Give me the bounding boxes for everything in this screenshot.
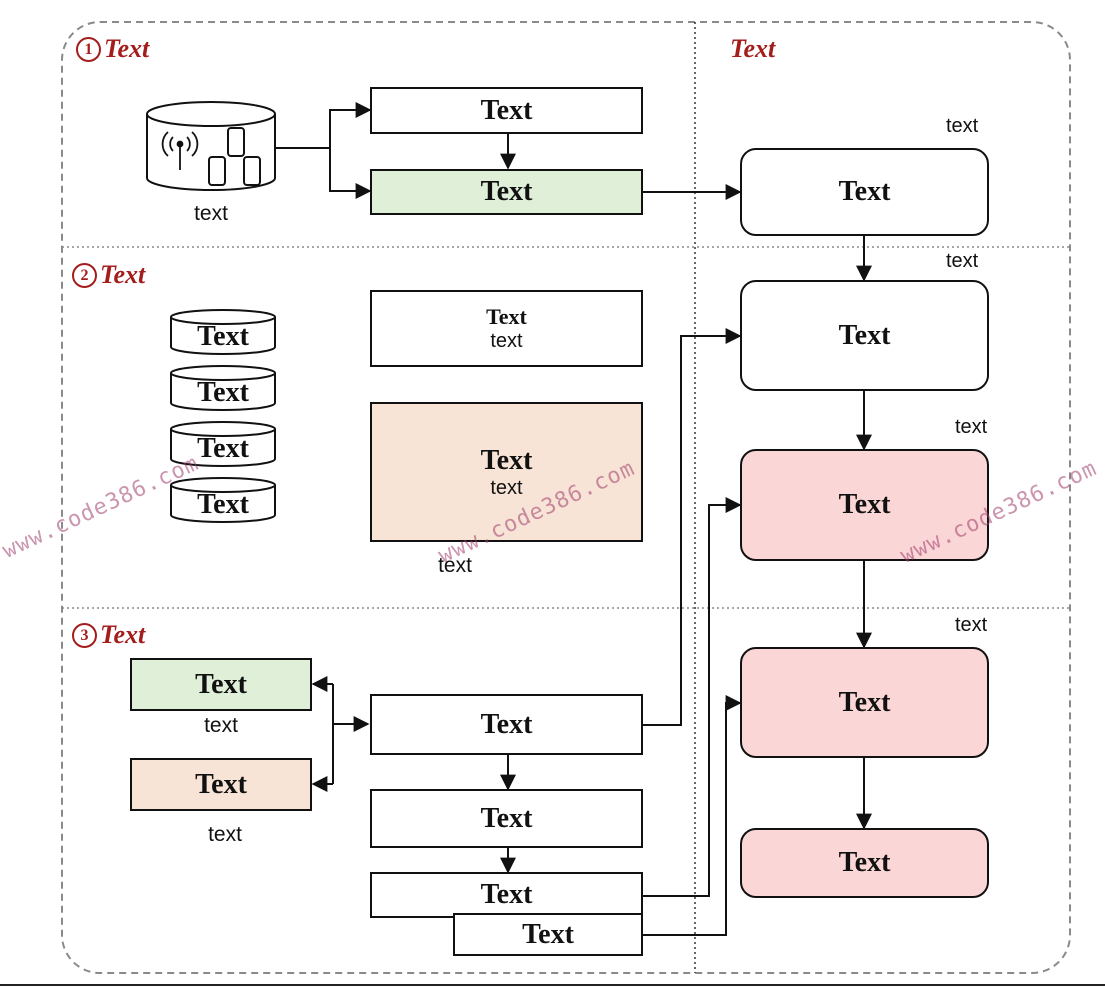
- s3-peach-box-label: Text: [195, 768, 247, 800]
- s3-peach-caption: text: [208, 823, 242, 846]
- disk-3: Text: [170, 423, 276, 467]
- disk-shape-2: [170, 365, 276, 411]
- s3-box-4-label: Text: [522, 918, 574, 950]
- right-node-3-label: Text: [838, 489, 891, 520]
- right-node-5: Text: [740, 828, 989, 898]
- s1-green-box-label: Text: [480, 176, 533, 207]
- section-3-title-text: Text: [100, 620, 146, 649]
- section-3-number: 3: [72, 623, 97, 648]
- right-node-5-label: Text: [838, 847, 891, 878]
- s3-green-box-label: Text: [195, 668, 247, 700]
- s3-box-2-label: Text: [480, 802, 533, 834]
- disk-shape-3: [170, 421, 276, 467]
- phone-icon: [208, 127, 261, 186]
- s2-peach-box: Text text: [370, 402, 643, 542]
- disk-2: Text: [170, 367, 276, 411]
- right-node-4: Text: [740, 647, 989, 758]
- antenna-icon: [161, 131, 199, 170]
- bottom-rule: [0, 984, 1105, 986]
- right-node-1-label: Text: [838, 176, 891, 207]
- s2-info-box: Text text: [370, 290, 643, 367]
- disk-4: Text: [170, 479, 276, 523]
- arrow-center-to-right-2: [643, 328, 742, 726]
- s1-top-box-label: Text: [480, 94, 533, 126]
- outer-frame: [61, 21, 1071, 974]
- disk-4-label: Text: [197, 489, 249, 520]
- right-node-1: Text: [740, 148, 989, 236]
- right-node-4-label: Text: [838, 686, 891, 718]
- s1-green-box: Text: [370, 169, 643, 215]
- right-node-4-caption: text: [955, 614, 988, 636]
- s3-box-2: Text: [370, 789, 643, 848]
- right-node-2: Text: [740, 280, 989, 391]
- disk-shape-4: [170, 477, 276, 523]
- disk-3-label: Text: [197, 433, 249, 464]
- right-node-3-caption: text: [955, 416, 988, 438]
- right-column-title: Text: [730, 34, 776, 63]
- s3-center-box-label: Text: [480, 708, 533, 740]
- section-1-number: 1: [76, 37, 101, 62]
- s3-green-box: Text: [130, 658, 312, 711]
- right-node-2-caption: text: [946, 250, 979, 272]
- disk-1-label: Text: [197, 321, 249, 352]
- arrow-device-to-top: [275, 102, 372, 149]
- disk-2-label: Text: [197, 377, 249, 408]
- right-node-1-caption: text: [946, 115, 979, 137]
- section-2-title-text: Text: [100, 260, 146, 289]
- s2-peach-caption: text: [438, 554, 472, 577]
- disk-1: Text: [170, 311, 276, 355]
- s3-center-box: Text: [370, 694, 643, 755]
- section-1-title-text: Text: [104, 34, 150, 63]
- s2-peach-box-subtitle: text: [490, 476, 523, 499]
- device-caption: text: [194, 202, 228, 225]
- s3-box-3-label: Text: [480, 879, 533, 910]
- s3-box-4: Text: [453, 913, 643, 956]
- s3-box-3: Text: [370, 872, 643, 918]
- s2-info-box-title: Text: [486, 304, 527, 329]
- s3-green-caption: text: [204, 714, 238, 737]
- section-2-number: 2: [72, 263, 97, 288]
- s3-peach-box: Text: [130, 758, 312, 811]
- s2-info-box-subtitle: text: [490, 330, 523, 352]
- arrow-device-to-green: [329, 148, 372, 199]
- right-node-3: Text: [740, 449, 989, 561]
- arrow-box4-to-right-4: [643, 695, 742, 936]
- arrow-box3-to-right-3: [643, 497, 742, 897]
- s2-peach-box-title: Text: [480, 444, 533, 476]
- disk-shape-1: [170, 309, 276, 355]
- s1-top-box: Text: [370, 87, 643, 134]
- right-node-2-label: Text: [838, 319, 891, 351]
